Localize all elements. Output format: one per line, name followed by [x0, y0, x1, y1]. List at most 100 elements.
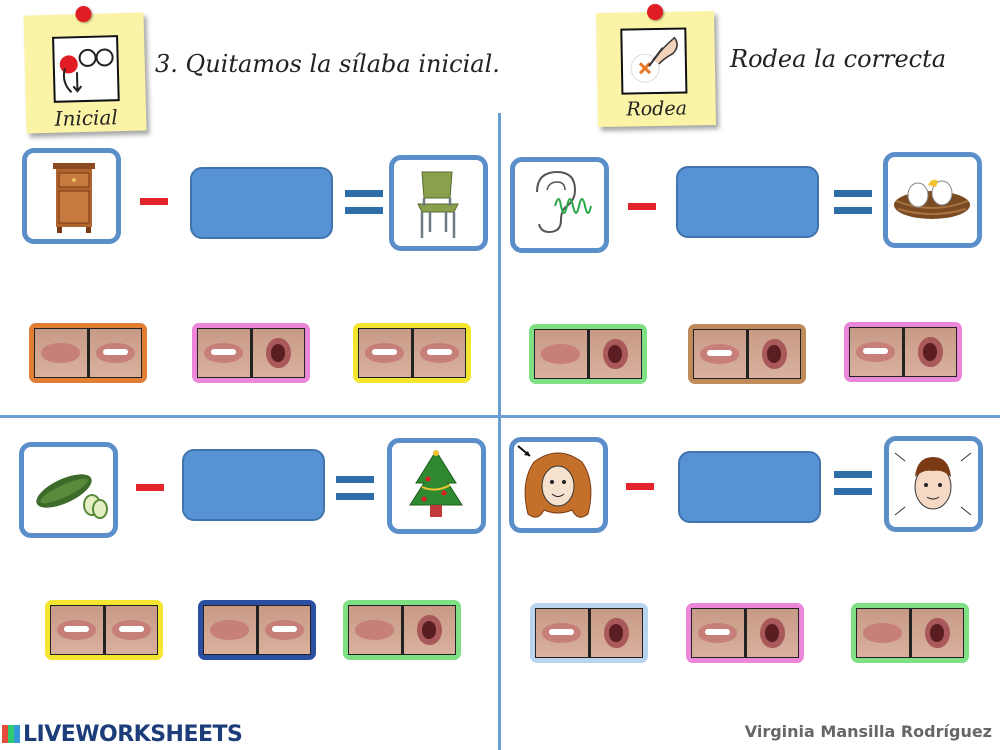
mouth-image	[693, 329, 747, 379]
circle-card-caption: Rodea	[626, 97, 688, 121]
mouth-shape-icon	[863, 623, 903, 643]
word-picture-frame	[509, 437, 608, 533]
mouth-image	[856, 608, 910, 658]
mouth-shape-icon	[602, 338, 628, 370]
ear-icon	[536, 170, 592, 234]
logo-text: LIVEWORKSHEETS	[23, 722, 243, 747]
mouth-shape-icon	[698, 623, 738, 643]
mouth-shape-icon	[204, 343, 244, 363]
horizontal-divider	[0, 415, 1000, 418]
mouth-image	[411, 328, 466, 378]
mouth-shape-icon	[57, 620, 97, 640]
christmas-tree-icon	[409, 450, 463, 517]
word-picture-frame	[19, 442, 118, 538]
equals-sign	[834, 190, 872, 214]
equals-sign	[345, 190, 383, 214]
mouth-image	[902, 327, 957, 377]
mouth-shape-icon	[856, 342, 896, 362]
result-picture-frame	[389, 155, 488, 251]
result-picture-frame	[883, 152, 982, 248]
mouth-image	[256, 605, 311, 655]
mouth-shape-icon	[603, 617, 629, 649]
mouth-shape-icon	[700, 344, 740, 364]
cucumber-icon	[36, 474, 108, 519]
mouth-shape-icon	[759, 617, 785, 649]
choice-1a[interactable]	[29, 323, 147, 383]
answer-box-1[interactable]	[190, 167, 333, 239]
mouth-image	[401, 605, 456, 655]
author-credit: Virginia Mansilla Rodríguez	[744, 722, 992, 741]
pushpin-icon	[646, 3, 664, 21]
mouth-shape-icon	[542, 623, 582, 643]
answer-box-4[interactable]	[678, 451, 821, 523]
mouth-image	[87, 328, 142, 378]
mouth-image	[50, 605, 104, 655]
mouth-image	[103, 605, 158, 655]
liveworksheets-logo[interactable]: LIVEWORKSHEETS	[2, 722, 243, 747]
minus-sign	[136, 484, 164, 491]
choice-3c[interactable]	[343, 600, 461, 660]
minus-sign	[140, 198, 168, 205]
mouth-shape-icon	[365, 343, 405, 363]
mouth-shape-icon	[265, 337, 291, 369]
equals-sign	[336, 476, 374, 500]
mouth-image	[250, 328, 305, 378]
mouth-shape-icon	[924, 617, 950, 649]
choice-4b[interactable]	[686, 603, 804, 663]
mouth-shape-icon	[111, 620, 151, 640]
mouth-image	[197, 328, 251, 378]
word-picture-frame	[22, 148, 121, 244]
initial-card-caption: Inicial	[54, 105, 119, 131]
mouth-shape-icon	[95, 343, 135, 363]
mouth-shape-icon	[264, 620, 304, 640]
choice-3b[interactable]	[198, 600, 316, 660]
mouth-shape-icon	[355, 620, 395, 640]
mouth-image	[587, 329, 642, 379]
minus-sign	[626, 483, 654, 490]
mouth-image	[691, 608, 745, 658]
choice-4c[interactable]	[851, 603, 969, 663]
mouth-image	[849, 327, 903, 377]
initial-card: Inicial	[23, 5, 147, 134]
mouth-image	[34, 328, 88, 378]
circle-pictogram-icon	[620, 27, 688, 95]
face-icon	[894, 452, 972, 516]
mouth-shape-icon	[917, 336, 943, 368]
nest-icon	[894, 179, 970, 219]
result-picture-frame	[387, 438, 486, 534]
answer-box-2[interactable]	[676, 166, 819, 238]
mouth-shape-icon	[41, 343, 81, 363]
mouth-image	[588, 608, 643, 658]
equals-sign	[834, 471, 872, 495]
mouth-image	[534, 329, 588, 379]
choice-4a[interactable]	[530, 603, 648, 663]
hair-icon	[517, 445, 592, 518]
mouth-shape-icon	[419, 343, 459, 363]
choice-3a[interactable]	[45, 600, 163, 660]
mouth-image	[744, 608, 799, 658]
mouth-image	[348, 605, 402, 655]
mouth-image	[746, 329, 801, 379]
mouth-shape-icon	[541, 344, 581, 364]
choice-1c[interactable]	[353, 323, 471, 383]
mouth-shape-icon	[761, 338, 787, 370]
mouth-image	[203, 605, 257, 655]
vertical-divider	[498, 113, 501, 750]
nightstand-icon	[53, 163, 95, 233]
pushpin-icon	[75, 5, 92, 23]
answer-box-3[interactable]	[182, 449, 325, 521]
mouth-shape-icon	[416, 614, 442, 646]
word-picture-frame	[510, 157, 609, 253]
choice-2b[interactable]	[688, 324, 806, 384]
choice-2c[interactable]	[844, 322, 962, 382]
mouth-image	[909, 608, 964, 658]
syllable-pictogram-icon	[52, 35, 120, 103]
mouth-image	[358, 328, 412, 378]
choice-1b[interactable]	[192, 323, 310, 383]
instruction-text: Rodea la correcta	[730, 45, 947, 73]
minus-sign	[628, 203, 656, 210]
chair-icon	[417, 171, 459, 238]
choice-2a[interactable]	[529, 324, 647, 384]
logo-squares-icon	[2, 725, 20, 743]
circle-card: Rodea	[596, 3, 716, 128]
